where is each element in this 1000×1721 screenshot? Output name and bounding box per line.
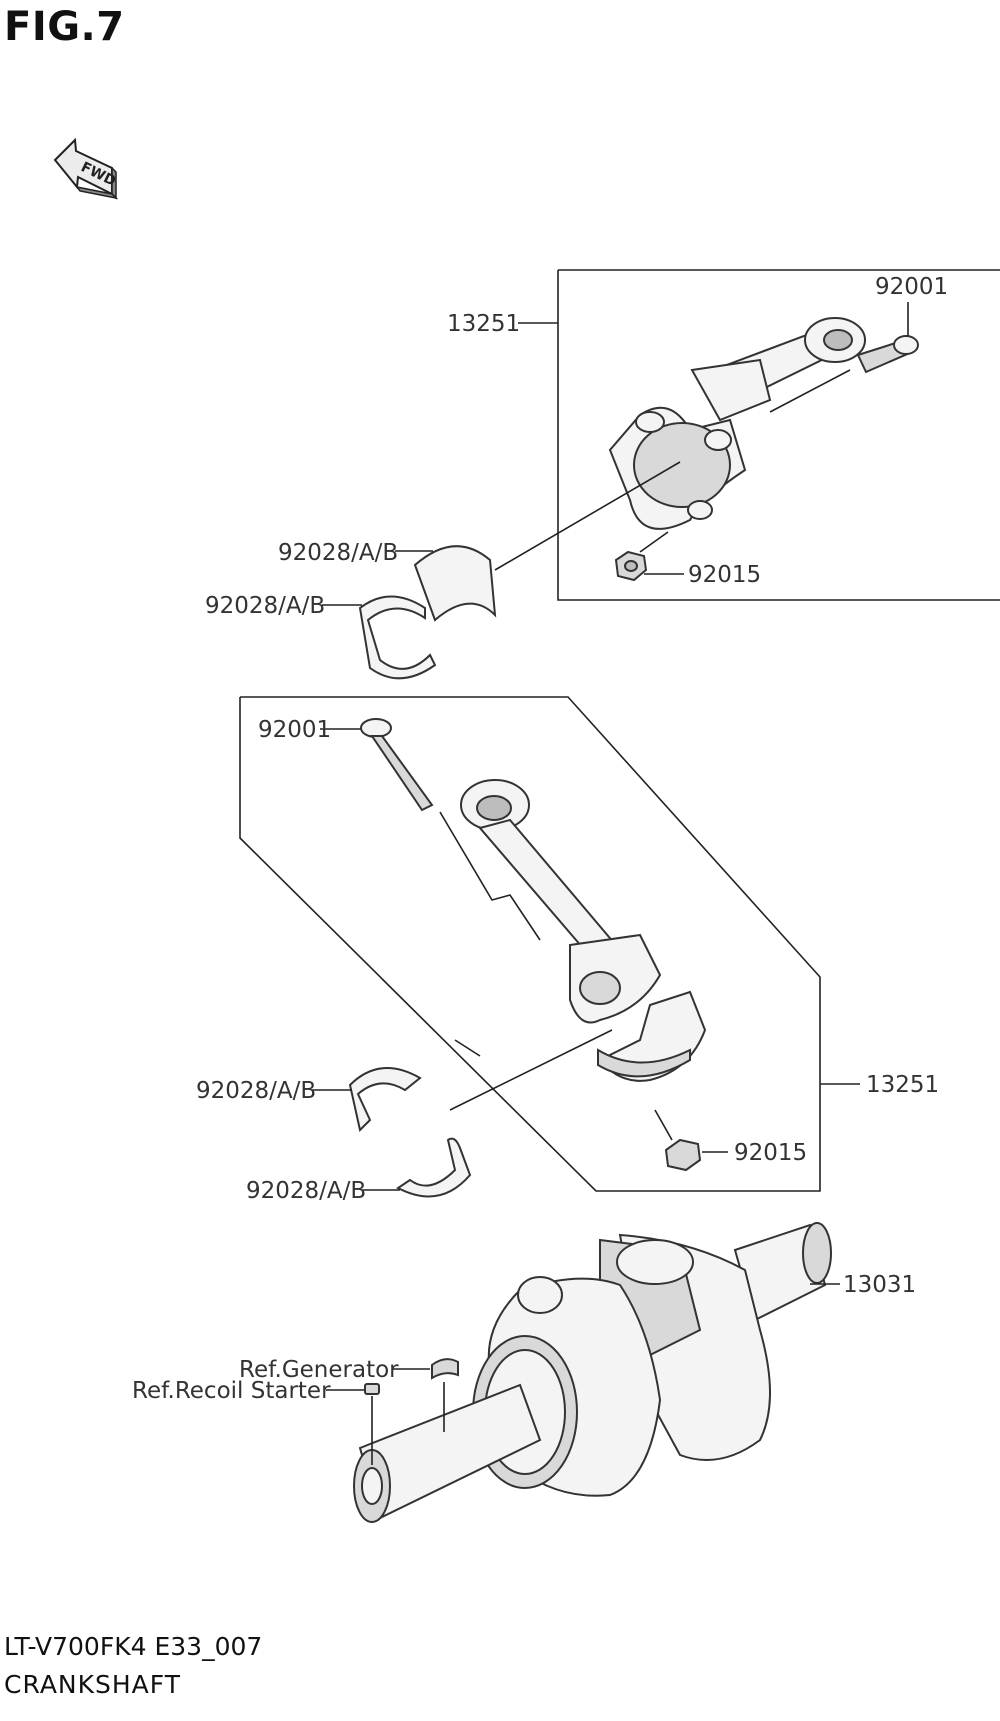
label-ref-recoil-starter: Ref.Recoil Starter	[132, 1378, 331, 1404]
label-upper-nut: 92015	[688, 562, 761, 588]
label-upper-rod-assembly: 13251	[447, 311, 520, 337]
footer-model-code: LT-V700FK4 E33_007	[4, 1632, 263, 1661]
crankshaft-group: 13031 Ref.Generator Ref.Reco	[132, 1222, 916, 1523]
label-ref-generator: Ref.Generator	[239, 1357, 399, 1383]
label-upper-bearing-2: 92028/A/B	[205, 593, 325, 619]
lower-nut	[664, 1138, 702, 1172]
fwd-arrow-icon: FWD	[53, 137, 119, 200]
upper-bearing-shell-2	[358, 595, 437, 680]
label-upper-bearing-1: 92028/A/B	[278, 540, 398, 566]
label-lower-rod-assembly: 13251	[866, 1072, 939, 1098]
lower-bolt	[370, 735, 434, 812]
label-lower-bearing-2: 92028/A/B	[246, 1178, 366, 1204]
generator-key	[431, 1358, 459, 1380]
recoil-starter-key	[364, 1383, 380, 1395]
upper-rod-group: 13251 92001 92015	[205, 269, 1000, 680]
label-lower-bolt: 92001	[258, 717, 331, 743]
upper-box-frame	[557, 270, 1000, 601]
figure-title: FIG.7	[4, 4, 125, 50]
lower-box-frame	[239, 696, 821, 1192]
label-crankshaft: 13031	[843, 1272, 916, 1298]
lower-bolt-head	[360, 718, 392, 738]
lower-bearing-shell-1	[348, 1067, 422, 1132]
upper-bearing-shell-1	[413, 545, 497, 622]
label-lower-bearing-1: 92028/A/B	[196, 1078, 316, 1104]
upper-bolt-head	[893, 335, 919, 355]
lower-rod-group: 13251 92001 92015	[196, 696, 939, 1204]
label-upper-bolt: 92001	[875, 274, 948, 300]
footer-section-name: CRANKSHAFT	[4, 1670, 181, 1699]
lower-bearing-shell-2	[396, 1137, 472, 1198]
label-lower-nut: 92015	[734, 1140, 807, 1166]
